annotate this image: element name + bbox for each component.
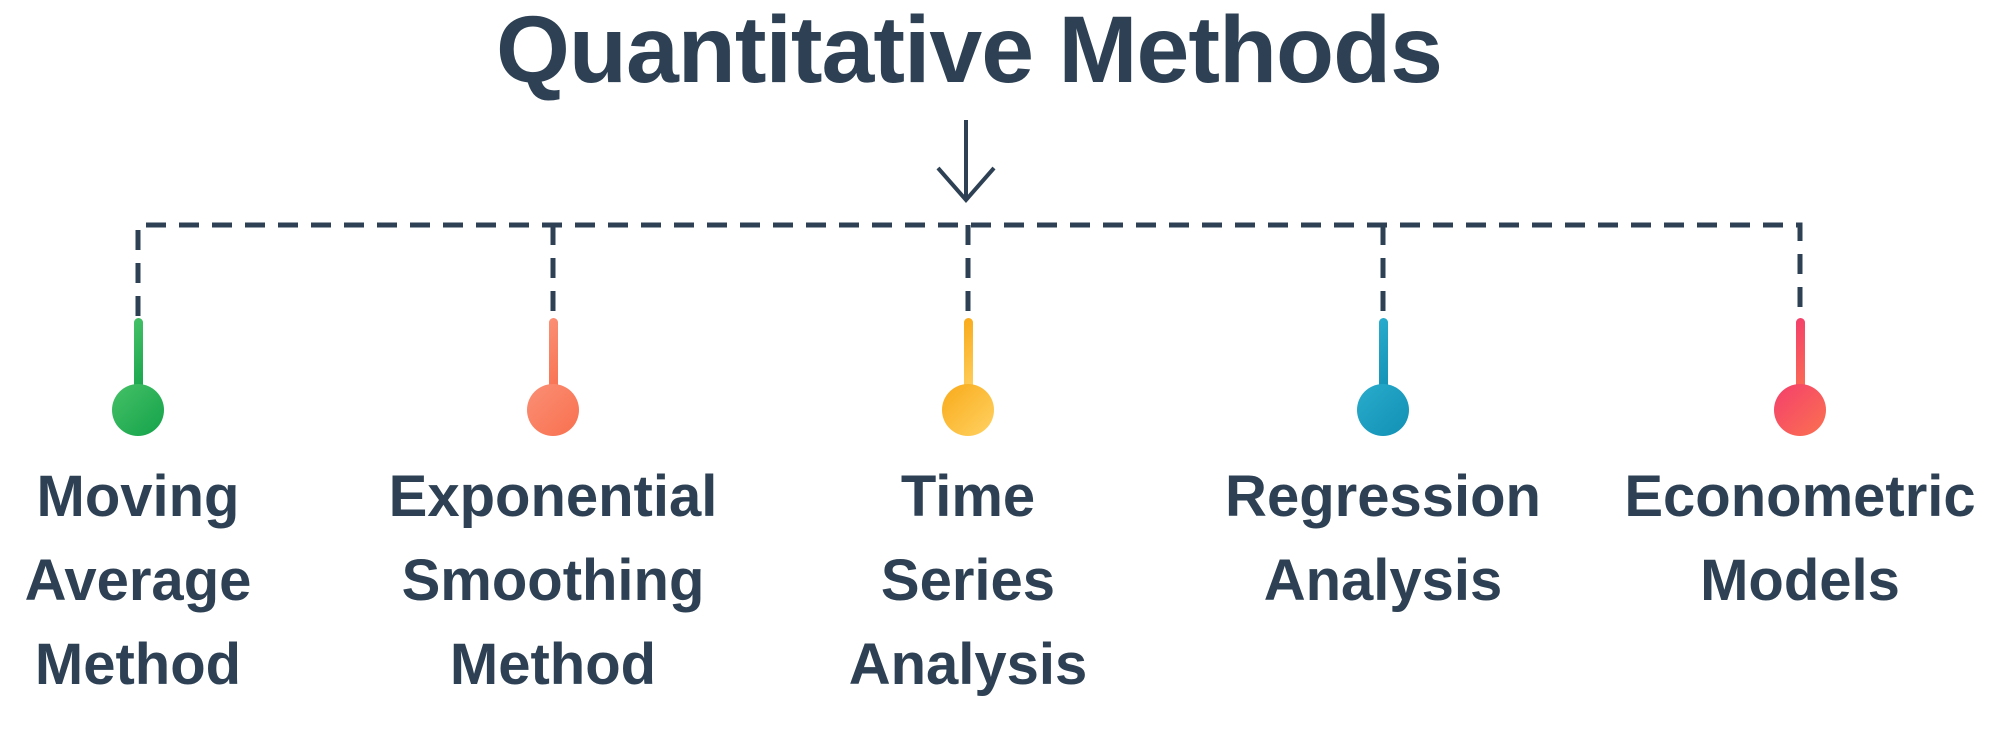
pin-stem — [963, 318, 973, 396]
dashed-bracket — [135, 222, 1803, 316]
page-title: Quantitative Methods — [496, 0, 1443, 103]
pin-icon — [1774, 384, 1826, 436]
branch-label: Moving Average Method — [24, 464, 252, 697]
pin-icon — [1357, 384, 1409, 436]
pin-stem — [1795, 318, 1805, 396]
branch-label: Time Series Analysis — [848, 464, 1088, 697]
pin-stem — [133, 318, 143, 396]
pin-icon — [942, 384, 994, 436]
branch-label: Exponential Smoothing Method — [388, 464, 718, 697]
pin-icon — [112, 384, 164, 436]
pin-stem — [548, 318, 558, 396]
branch-label: Econometric Models — [1624, 464, 1976, 613]
down-arrow-icon — [936, 120, 996, 204]
branch-label: Regression Analysis — [1225, 464, 1541, 613]
pin-icon — [527, 384, 579, 436]
pin-stem — [1378, 318, 1388, 396]
